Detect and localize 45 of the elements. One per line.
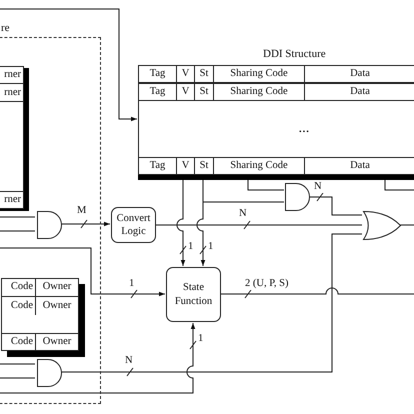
ellipsis-mark: ... [299, 125, 310, 136]
table-cell: Tag [139, 83, 176, 101]
table-cell: Owner [35, 297, 78, 315]
table-cell: Tag [139, 65, 176, 83]
process-box: Convert Logic [111, 207, 156, 243]
table-cell: Data [304, 65, 414, 83]
table-cell: V [176, 157, 194, 175]
table-cell: St [194, 157, 213, 175]
process-box: State Function [166, 267, 221, 322]
connector-line [0, 230, 36, 232]
table-cell: Sharing Code [213, 83, 304, 101]
and-gate [37, 359, 62, 387]
and-gate [37, 211, 62, 239]
table-cell: Data [304, 157, 414, 175]
connector-line [220, 288, 414, 298]
table-cell: rner [0, 191, 23, 208]
arrow [0, 248, 166, 298]
and-gate [285, 183, 309, 211]
or-gate [363, 211, 401, 240]
connector-line [0, 216, 36, 218]
arrow [0, 322, 196, 394]
table-cell: Code [2, 333, 35, 350]
table-cell: Code [2, 279, 35, 297]
connector-line [156, 220, 362, 230]
edge-label: 2 (U, P, S) [244, 279, 290, 290]
arrow [0, 8, 138, 122]
table-cell: rner [0, 85, 23, 102]
arrow [60, 220, 110, 228]
connector-line [308, 192, 362, 216]
table-cell: Owner [35, 333, 78, 350]
table-title: DDI Structure [263, 48, 326, 60]
table-cell: St [194, 65, 213, 83]
table-cell: Sharing Code [213, 157, 304, 175]
table-cell-text: Code [10, 298, 34, 313]
table-cell: Data [304, 83, 414, 101]
table-cell: rner [0, 67, 23, 84]
table-cell: V [176, 83, 194, 101]
connector-line [400, 224, 414, 226]
table-cell: St [194, 83, 213, 101]
group-title: re [1, 22, 10, 34]
table-cell: Tag [139, 157, 176, 175]
table-cell: Sharing Code [213, 65, 304, 83]
table-cell: Owner [35, 279, 78, 297]
table-cell: V [176, 65, 194, 83]
connector-line [60, 234, 362, 376]
